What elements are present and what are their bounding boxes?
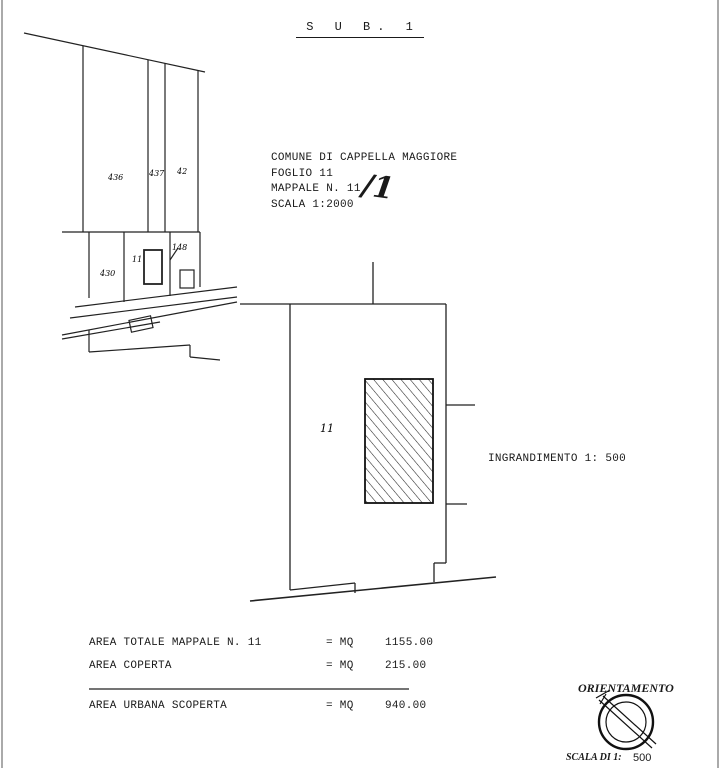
- sheet-title: S U B. 1: [0, 20, 720, 38]
- orientation-title: ORIENTAMENTO: [578, 681, 674, 695]
- info-municipality: COMUNE DI CAPPELLA MAGGIORE: [271, 152, 458, 164]
- info-parcel: MAPPALE N. 11: [271, 183, 361, 195]
- orientation-scale-value: 500: [633, 752, 652, 764]
- small-map: [23, 32, 238, 361]
- parcel-label-42: 42: [176, 167, 187, 176]
- enlarged-parcel: [240, 262, 497, 602]
- area-row-value: 1155.00: [385, 637, 434, 649]
- area-row-eq: = MQ: [326, 700, 354, 712]
- parcel-label-436: 436: [107, 173, 123, 182]
- area-row-label: AREA TOTALE MAPPALE N. 11: [89, 637, 262, 649]
- info-scale: SCALA 1:2000: [271, 198, 354, 211]
- handwritten-sub-mark: /1: [359, 167, 397, 208]
- orientation-scale-prefix: SCALA DI 1:: [566, 752, 622, 763]
- area-row-eq: = MQ: [326, 660, 354, 672]
- parcel-label-430: 430: [99, 269, 115, 278]
- parcel-label-148: 148: [172, 243, 187, 252]
- area-row-eq: = MQ: [326, 637, 354, 649]
- info-block: COMUNE DI CAPPELLA MAGGIORE FOGLIO 11 MA…: [271, 151, 457, 213]
- info-sheet: FOGLIO 11: [271, 167, 334, 180]
- area-row-value: 940.00: [385, 700, 427, 712]
- enlarged-parcel-label: 11: [320, 422, 334, 435]
- area-row-value: 215.00: [385, 660, 427, 672]
- covered-building-hatch: [364, 378, 434, 504]
- parcel-label-11: 11: [132, 255, 142, 264]
- area-row-label: AREA URBANA SCOPERTA: [89, 700, 228, 712]
- compass-icon: [595, 689, 657, 751]
- area-row-label: AREA COPERTA: [89, 660, 172, 672]
- enlargement-scale-label: INGRANDIMENTO 1: 500: [488, 453, 627, 465]
- parcel-label-437: 437: [148, 169, 165, 178]
